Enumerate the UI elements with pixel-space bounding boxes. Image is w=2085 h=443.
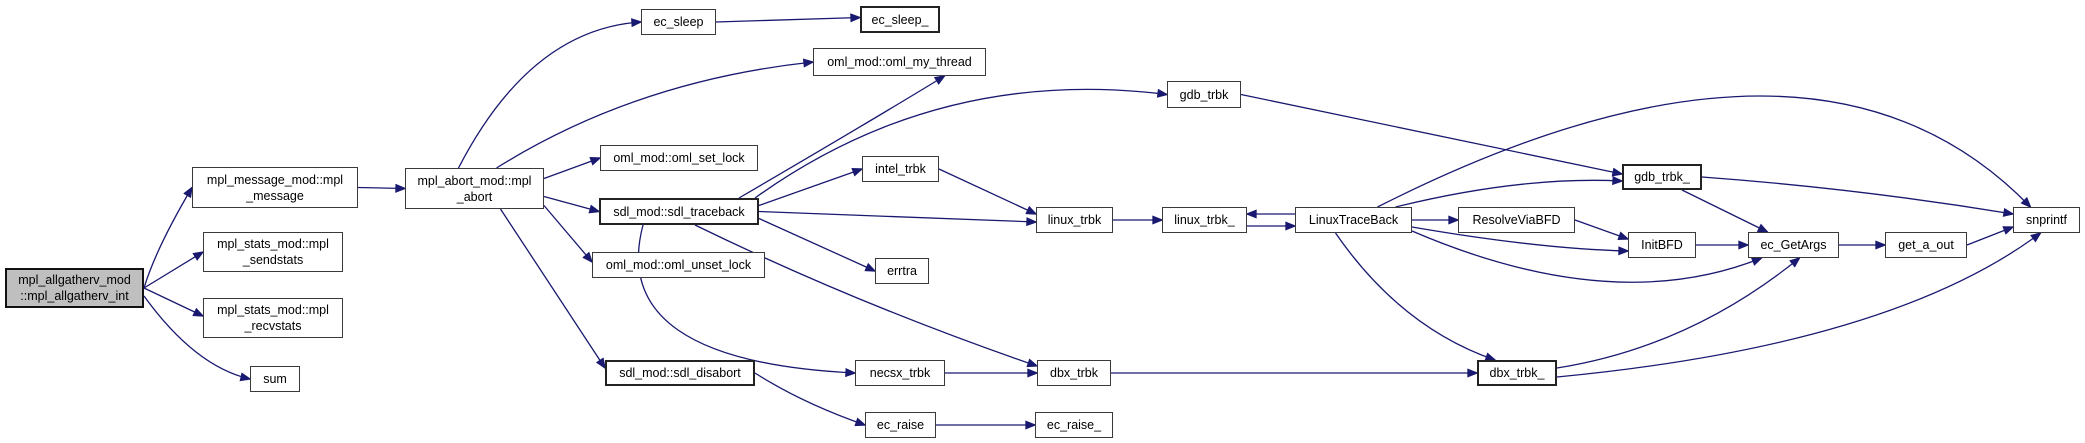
graph-node-sum[interactable]: sum bbox=[250, 366, 300, 392]
graph-node-label: oml_mod::oml_unset_lock bbox=[605, 258, 752, 272]
edge-sdl_disabort-to-ec_raise bbox=[754, 372, 867, 427]
edge-LinuxTraceBack-to-snprintf bbox=[1377, 95, 2032, 209]
graph-node-dbx_trbk[interactable]: dbx_trbk bbox=[1037, 360, 1111, 386]
graph-node-label: ec_raise_ bbox=[1046, 418, 1102, 432]
edge-sdl_traceback-to-gdb_trbk bbox=[754, 88, 1169, 199]
graph-node-message[interactable]: mpl_message_mod::mpl_message bbox=[192, 167, 358, 208]
graph-node-label: LinuxTraceBack bbox=[1308, 213, 1399, 227]
edge-dbx_trbk_-to-ec_GetArgs bbox=[1556, 256, 1801, 369]
graph-node-label: intel_trbk bbox=[875, 162, 926, 176]
graph-node-ec_GetArgs[interactable]: ec_GetArgs bbox=[1748, 232, 1839, 258]
graph-node-get_a_out[interactable]: get_a_out bbox=[1885, 232, 1967, 258]
graph-node-oml_unset_lock[interactable]: oml_mod::oml_unset_lock bbox=[592, 252, 765, 278]
graph-node-gdb_trbk[interactable]: gdb_trbk bbox=[1167, 81, 1241, 108]
edge-sdl_traceback-to-oml_my_thread bbox=[738, 75, 946, 199]
graph-node-label: mpl_stats_mod::mpl bbox=[217, 303, 329, 317]
graph-node-label: ::mpl_allgatherv_int bbox=[20, 289, 129, 303]
graph-node-label: get_a_out bbox=[1898, 238, 1954, 252]
edge-allgatherv-to-sum bbox=[143, 295, 252, 382]
graph-node-InitBFD[interactable]: InitBFD bbox=[1628, 232, 1696, 258]
edge-abort-to-sdl_disabort bbox=[499, 208, 606, 370]
edge-message-to-abort bbox=[357, 183, 407, 193]
graph-node-dbx_trbk_[interactable]: dbx_trbk_ bbox=[1477, 360, 1557, 386]
edge-abort-to-oml_my_thread bbox=[496, 58, 815, 169]
graph-node-label: oml_mod::oml_my_thread bbox=[827, 55, 972, 69]
edge-allgatherv-to-sendstats bbox=[143, 251, 205, 289]
edge-ec_sleep-to-ec_sleep_ bbox=[715, 13, 862, 23]
graph-node-label: gdb_trbk bbox=[1179, 87, 1229, 102]
edge-ResolveViaBFD-to-InitBFD bbox=[1574, 219, 1630, 241]
graph-node-label: ec_sleep bbox=[653, 15, 704, 29]
edge-sdl_traceback-to-dbx_trbk bbox=[694, 224, 1039, 368]
graph-node-recvstats[interactable]: mpl_stats_mod::mpl_recvstats bbox=[203, 298, 343, 338]
edge-gdb_trbk_-to-ec_GetArgs bbox=[1681, 189, 1770, 233]
edge-LinuxTraceBack-to-InitBFD bbox=[1411, 226, 1630, 256]
graph-node-errtra[interactable]: errtra bbox=[875, 258, 929, 284]
edge-abort-to-sdl_traceback bbox=[543, 195, 601, 214]
graph-node-label: mpl_abort_mod::mpl bbox=[417, 173, 532, 188]
graph-node-ec_sleep_[interactable]: ec_sleep_ bbox=[860, 6, 940, 33]
edge-gdb_trbk-to-gdb_trbk_ bbox=[1240, 93, 1624, 177]
graph-node-label: oml_mod::oml_set_lock bbox=[613, 151, 745, 165]
graph-node-linux_trbk_[interactable]: linux_trbk_ bbox=[1162, 207, 1247, 233]
graph-node-necsx_trbk[interactable]: necsx_trbk bbox=[855, 360, 945, 386]
edge-sdl_traceback-to-errtra bbox=[758, 217, 877, 272]
graph-node-oml_my_thread[interactable]: oml_mod::oml_my_thread bbox=[813, 48, 986, 76]
edge-sdl_traceback-to-linux_trbk bbox=[758, 210, 1038, 227]
graph-node-label: linux_trbk_ bbox=[1174, 213, 1235, 227]
graph-node-label: mpl_stats_mod::mpl bbox=[217, 237, 329, 251]
edge-sdl_traceback-to-intel_trbk bbox=[758, 167, 864, 207]
graph-node-sendstats[interactable]: mpl_stats_mod::mpl_sendstats bbox=[203, 232, 343, 272]
edge-abort-to-oml_set_lock bbox=[543, 157, 602, 180]
graph-node-label: ResolveViaBFD bbox=[1472, 213, 1561, 227]
graph-node-snprintf[interactable]: snprintf bbox=[2013, 207, 2080, 233]
graph-node-label: linux_trbk bbox=[1047, 213, 1102, 227]
graph-node-label: ec_sleep_ bbox=[871, 12, 929, 27]
edge-gdb_trbk_-to-snprintf bbox=[1701, 176, 2015, 217]
graph-node-allgatherv: mpl_allgatherv_mod::mpl_allgatherv_int bbox=[5, 268, 144, 308]
edge-abort-to-ec_sleep bbox=[457, 18, 643, 169]
edge-LinuxTraceBack-to-gdb_trbk_ bbox=[1395, 175, 1624, 208]
graph-node-gdb_trbk_[interactable]: gdb_trbk_ bbox=[1622, 164, 1702, 190]
edge-get_a_out-to-snprintf bbox=[1966, 226, 2015, 246]
graph-node-ec_raise_[interactable]: ec_raise_ bbox=[1035, 412, 1113, 438]
edge-LinuxTraceBack-to-ec_GetArgs bbox=[1411, 230, 1764, 283]
graph-node-label: dbx_trbk_ bbox=[1489, 366, 1545, 380]
graph-node-label: gdb_trbk_ bbox=[1634, 170, 1690, 184]
edge-allgatherv-to-recvstats bbox=[143, 287, 205, 317]
graph-node-sdl_disabort[interactable]: sdl_mod::sdl_disabort bbox=[605, 360, 755, 386]
edge-dbx_trbk_-to-snprintf bbox=[1556, 231, 2042, 378]
graph-node-label: sum bbox=[263, 372, 287, 386]
graph-node-label: InitBFD bbox=[1641, 238, 1683, 252]
graph-node-label: _recvstats bbox=[244, 319, 302, 333]
edge-LinuxTraceBack-to-dbx_trbk_ bbox=[1334, 232, 1497, 362]
graph-node-label: mpl_allgatherv_mod bbox=[18, 273, 131, 287]
graph-node-linux_trbk[interactable]: linux_trbk bbox=[1036, 207, 1113, 233]
graph-node-label: _message bbox=[246, 188, 304, 203]
graph-node-ResolveViaBFD[interactable]: ResolveViaBFD bbox=[1458, 207, 1575, 233]
graph-node-sdl_traceback[interactable]: sdl_mod::sdl_traceback bbox=[599, 198, 759, 225]
graph-node-label: mpl_message_mod::mpl bbox=[206, 172, 344, 187]
graph-node-label: errtra bbox=[887, 264, 917, 278]
graph-node-label: ec_raise bbox=[876, 418, 925, 432]
graph-node-label: dbx_trbk bbox=[1050, 366, 1098, 380]
edge-allgatherv-to-message bbox=[143, 186, 193, 289]
graph-node-label: necsx_trbk bbox=[869, 366, 931, 380]
graph-node-abort[interactable]: mpl_abort_mod::mpl_abort bbox=[405, 168, 544, 209]
edge-intel_trbk-to-linux_trbk bbox=[938, 168, 1038, 215]
graph-node-label: ec_GetArgs bbox=[1760, 238, 1827, 252]
graph-node-intel_trbk[interactable]: intel_trbk bbox=[862, 156, 939, 182]
graph-node-label: snprintf bbox=[2026, 213, 2067, 227]
graph-node-ec_sleep[interactable]: ec_sleep bbox=[641, 9, 716, 35]
edge-abort-to-oml_unset_lock bbox=[543, 205, 594, 264]
graph-node-label: sdl_mod::sdl_traceback bbox=[613, 204, 745, 219]
graph-node-LinuxTraceBack[interactable]: LinuxTraceBack bbox=[1295, 207, 1412, 233]
graph-node-oml_set_lock[interactable]: oml_mod::oml_set_lock bbox=[600, 145, 758, 171]
graph-node-label: _sendstats bbox=[242, 253, 304, 267]
graph-node-ec_raise[interactable]: ec_raise bbox=[865, 412, 936, 438]
graph-node-label: sdl_mod::sdl_disabort bbox=[619, 366, 741, 380]
graph-node-label: _abort bbox=[456, 189, 493, 204]
